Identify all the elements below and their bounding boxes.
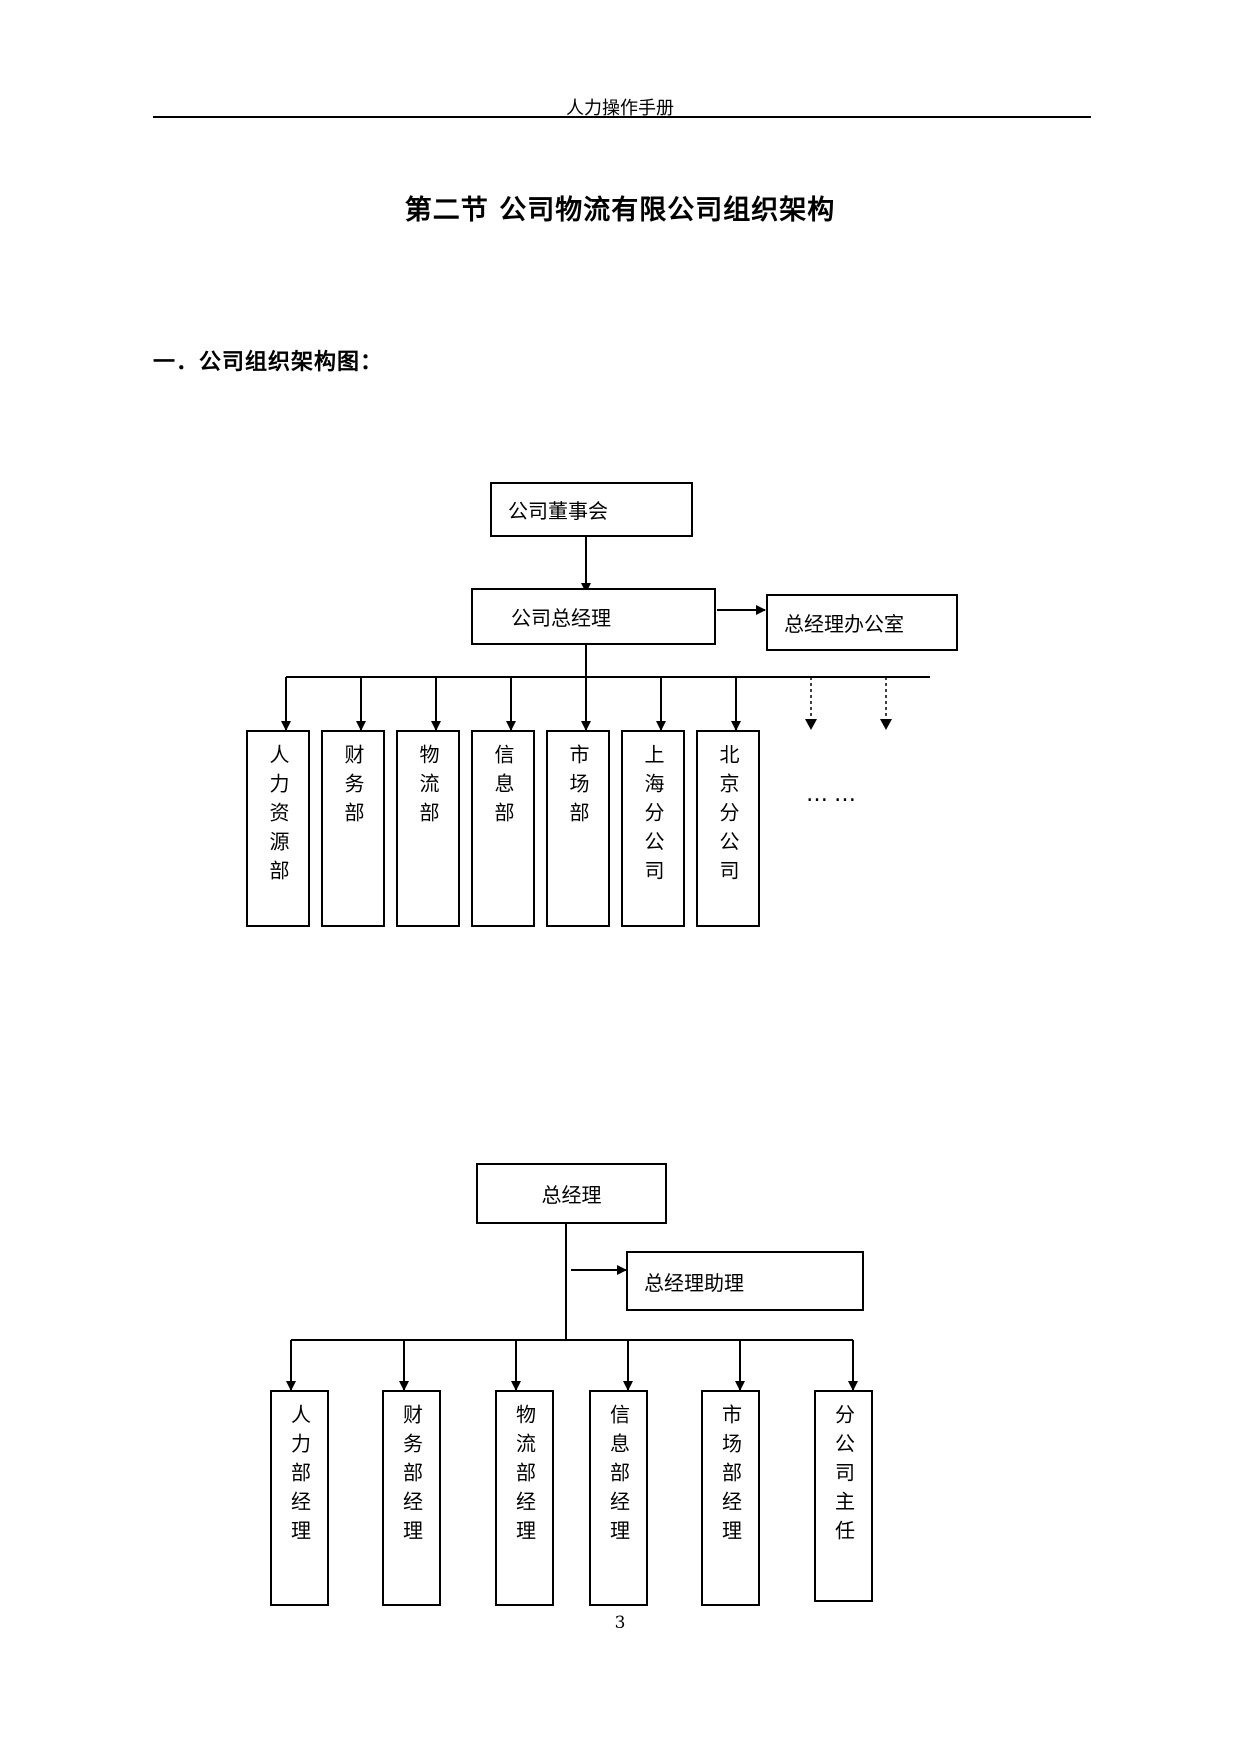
arrow-more-1	[805, 719, 817, 730]
node-dept-market: 市场部	[546, 730, 610, 927]
node-dept-info: 信息部	[471, 730, 535, 927]
node-gm-2: 总经理	[476, 1163, 667, 1224]
node-dept-shanghai: 上海分公司	[621, 730, 685, 927]
node-dept-finance: 财务部	[321, 730, 385, 927]
sub-heading: 一．公司组织架构图：	[153, 350, 384, 375]
node-dept-logistics: 物流部	[396, 730, 460, 927]
running-header: 人力操作手册	[566, 98, 674, 119]
node-mgr-info: 信息部经理	[589, 1390, 648, 1606]
section-title: 第二节 公司物流有限公司组织架构	[404, 195, 836, 226]
more-departments-ellipsis: ……	[806, 782, 862, 807]
node-gm-assistant: 总经理助理	[626, 1251, 864, 1311]
node-mgr-market: 市场部经理	[701, 1390, 760, 1606]
node-gm-office: 总经理办公室	[766, 594, 958, 651]
node-mgr-finance: 财务部经理	[382, 1390, 441, 1606]
header-rule	[153, 116, 1091, 118]
node-dept-beijing: 北京分公司	[696, 730, 760, 927]
arrow-more-2	[880, 719, 892, 730]
node-mgr-branch: 分公司主任	[814, 1390, 873, 1602]
page-number: 3	[614, 1613, 626, 1633]
node-dept-hr: 人力资源部	[246, 730, 310, 927]
node-board: 公司董事会	[490, 482, 693, 537]
node-mgr-hr: 人力部经理	[270, 1390, 329, 1606]
node-mgr-logistics: 物流部经理	[495, 1390, 554, 1606]
node-general-manager: 公司总经理	[471, 588, 716, 645]
